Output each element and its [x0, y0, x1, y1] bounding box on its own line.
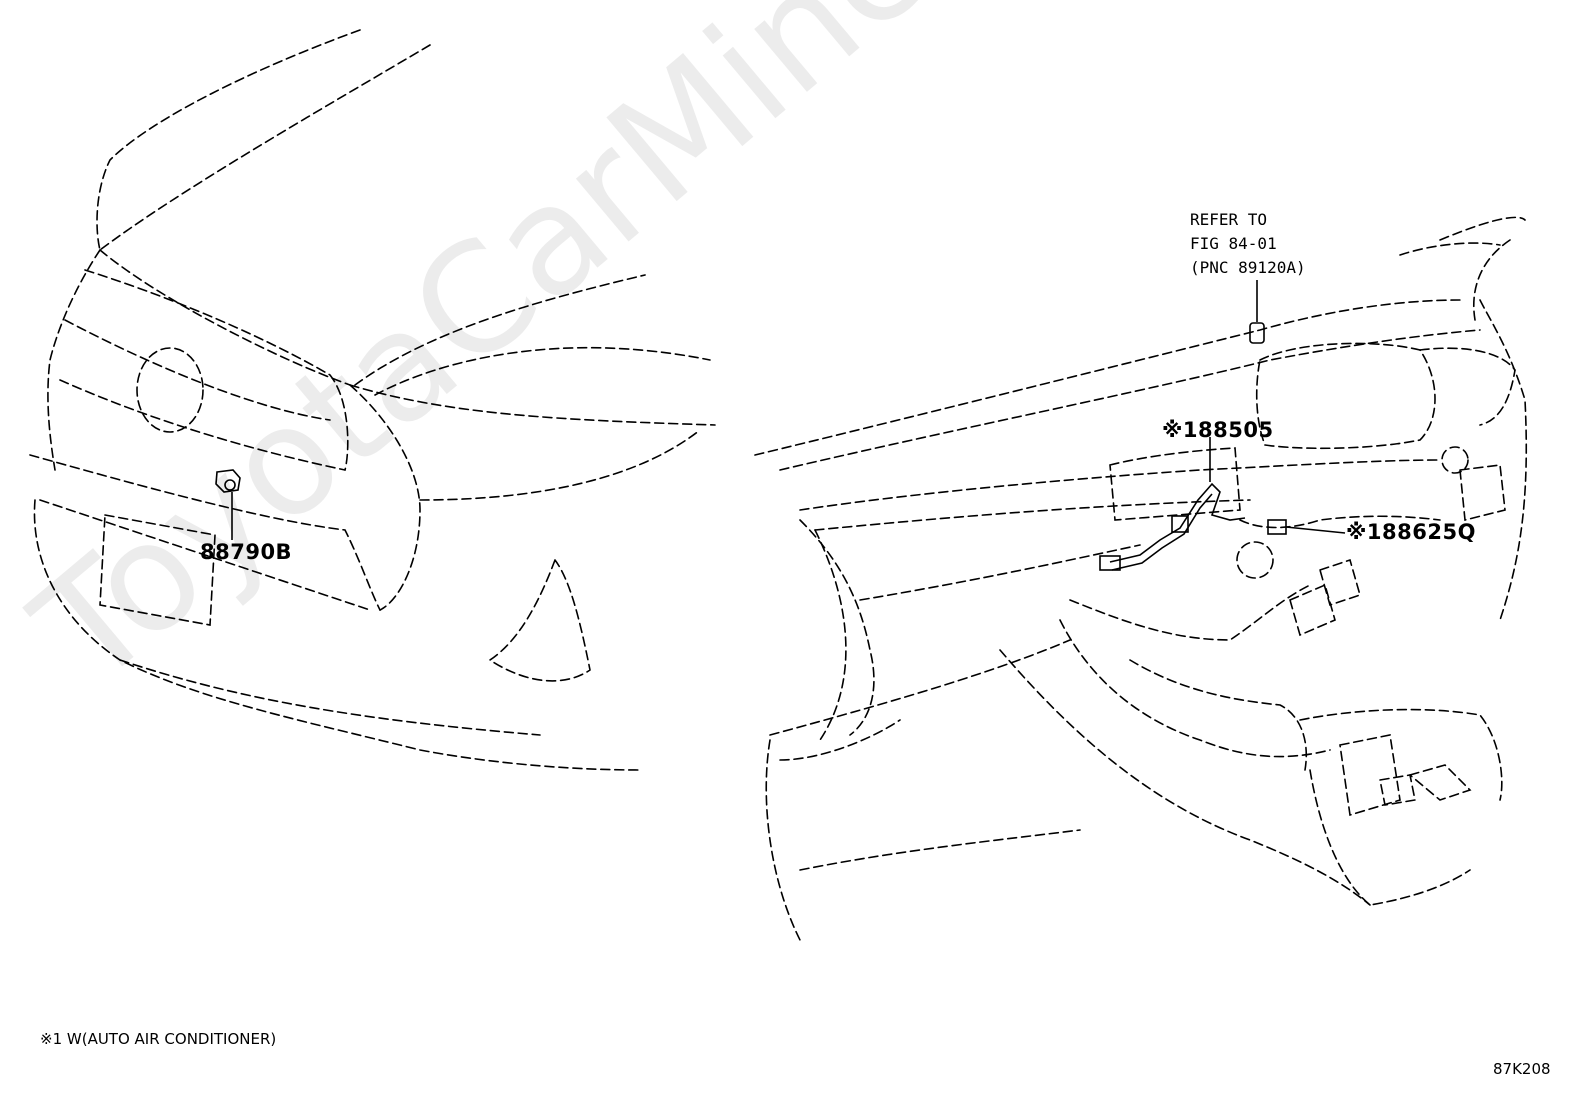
part-label-88505[interactable]: ※188505 [1162, 418, 1274, 442]
harness-88505-drawing [1099, 437, 1246, 571]
sensor-88790b-drawing [215, 469, 241, 540]
footnote: ※1 W(AUTO AIR CONDITIONER) [40, 1030, 277, 1048]
vehicle-front-outline [29, 29, 716, 771]
reference-line-1: REFER TO [1190, 210, 1268, 229]
sensor-88625q-drawing [1267, 519, 1346, 535]
part-label-88790b[interactable]: 88790B [200, 540, 293, 564]
figure-code: 87K208 [1493, 1060, 1551, 1078]
connector-89120a-drawing [1249, 280, 1265, 344]
part-label-88625q[interactable]: ※188625Q [1346, 520, 1476, 544]
reference-note: REFER TO FIG 84-01 (PNC 89120A) [1190, 208, 1306, 280]
reference-line-2: FIG 84-01 [1190, 234, 1277, 253]
reference-line-3: (PNC 89120A) [1190, 258, 1306, 277]
instrument-panel-outline [754, 216, 1528, 941]
